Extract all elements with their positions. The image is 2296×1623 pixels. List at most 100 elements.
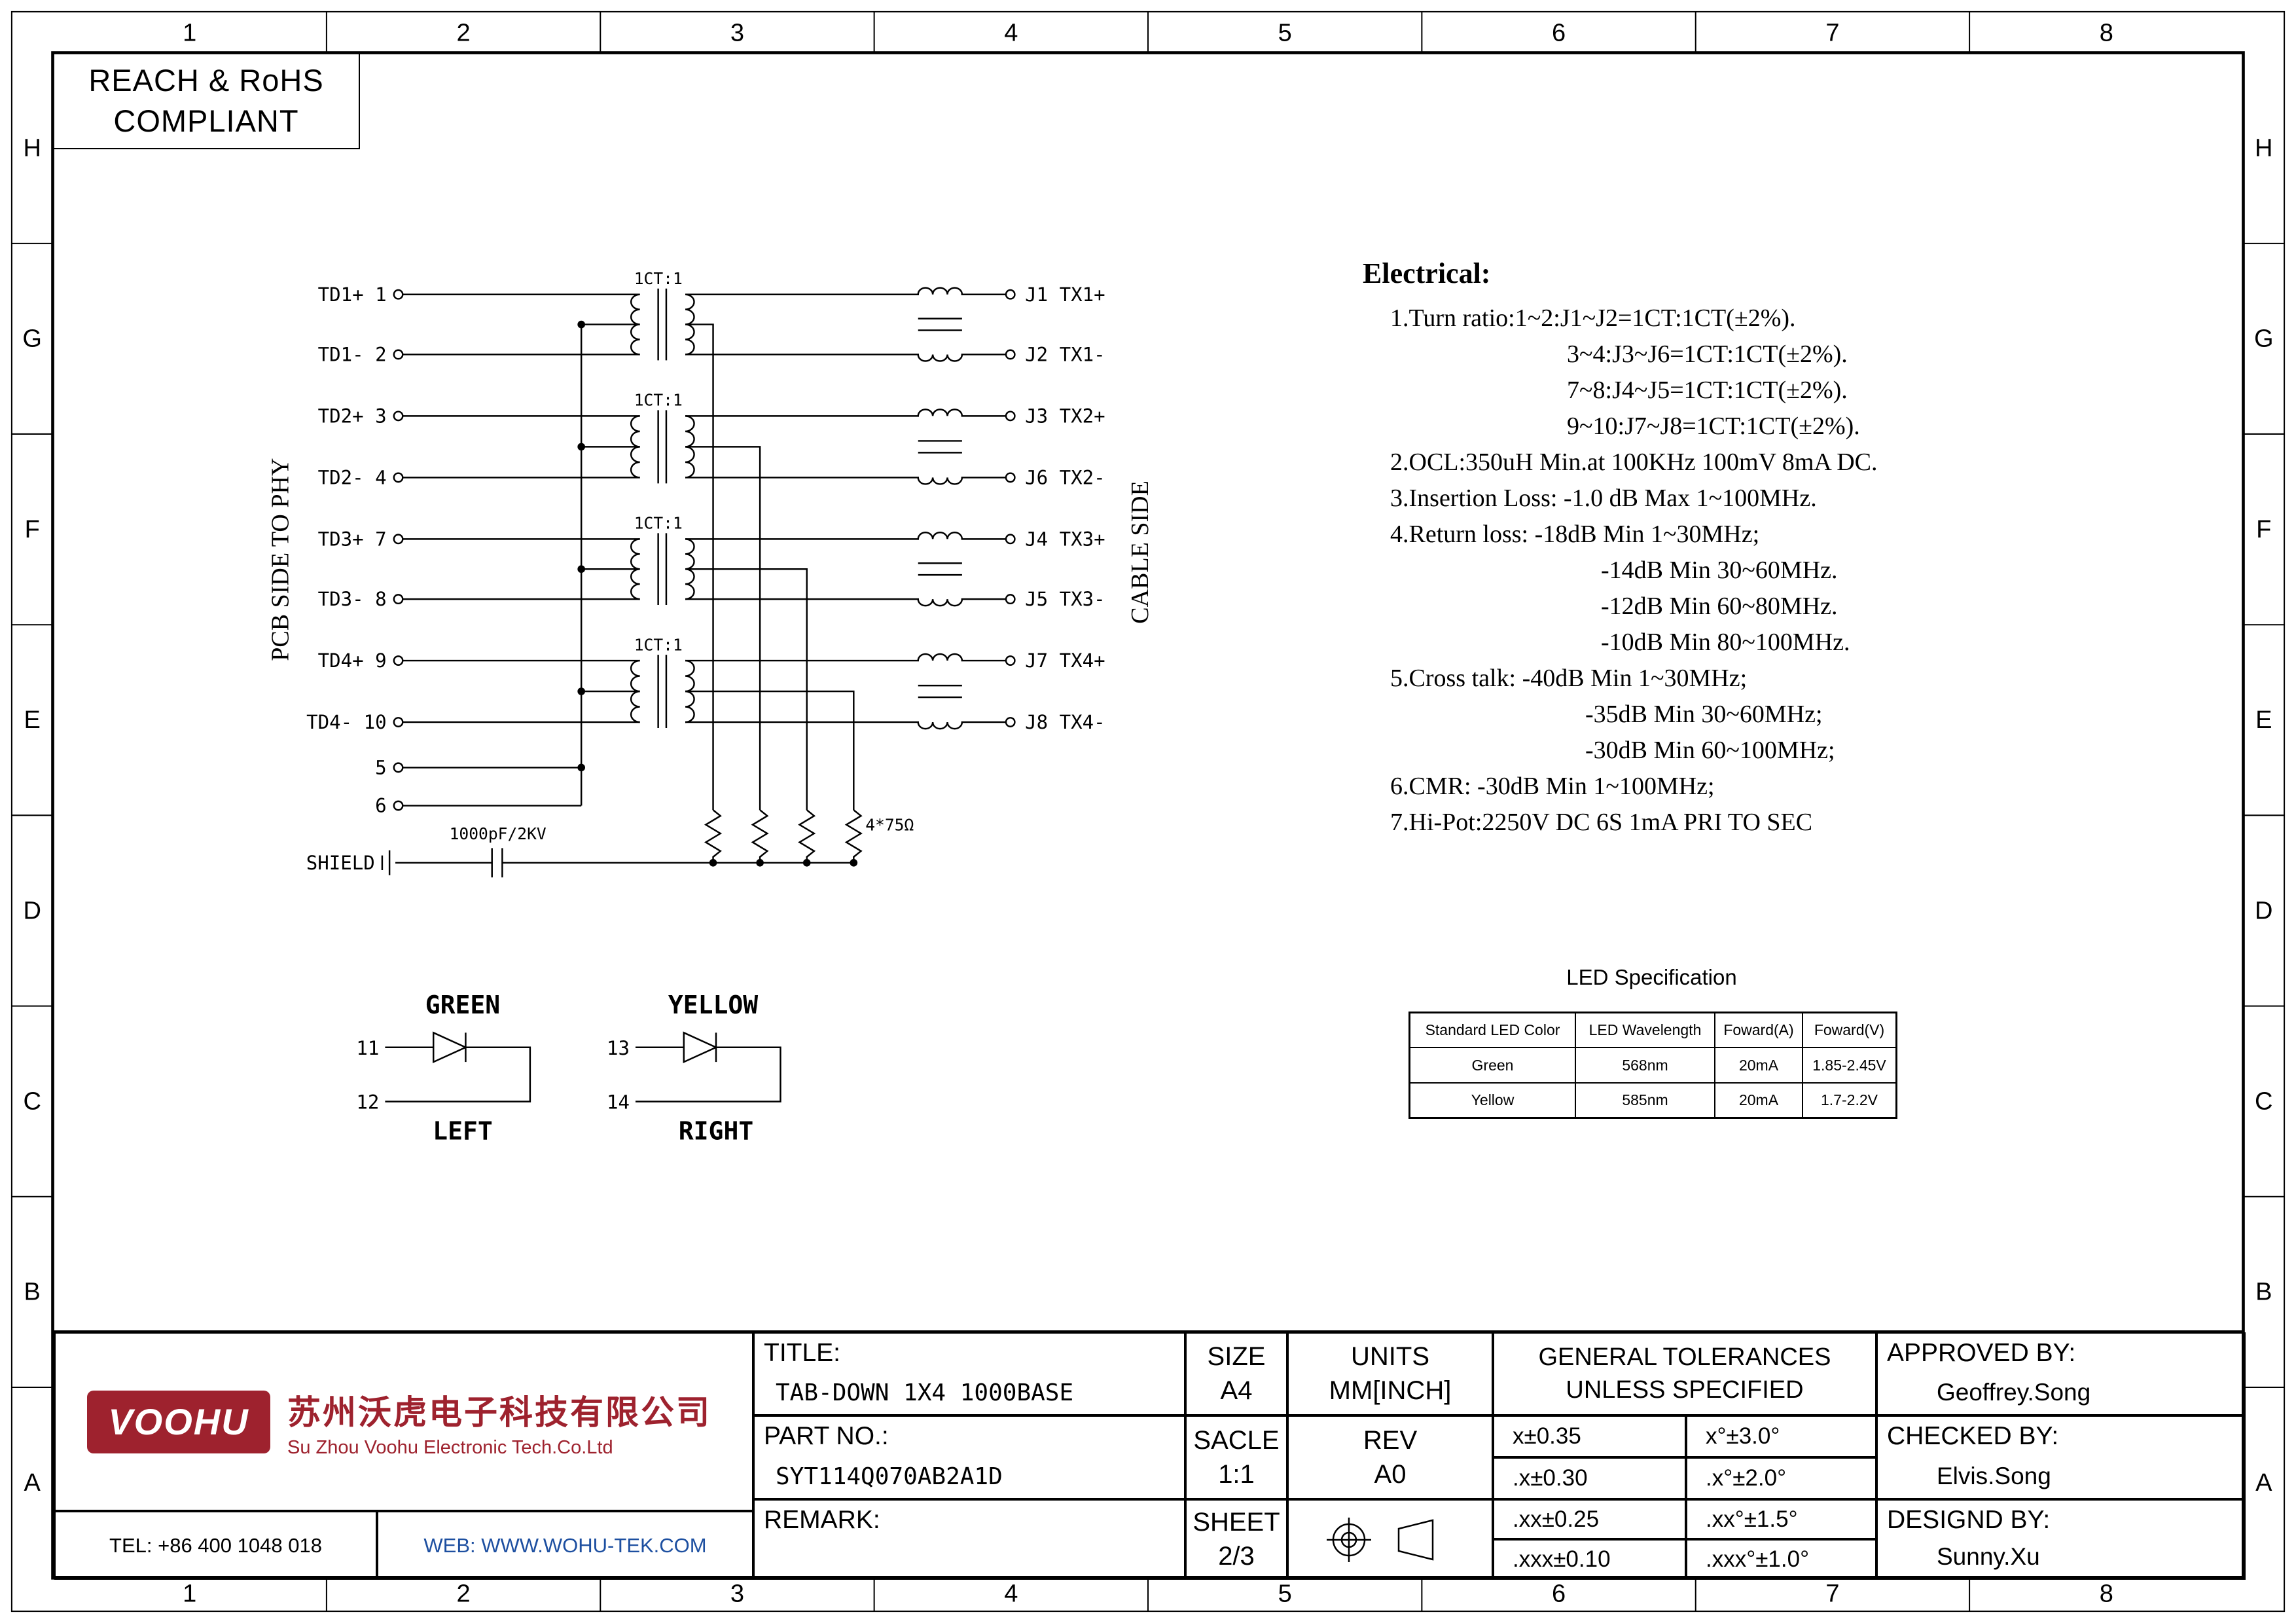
tolerance-value: .xxx±0.10 (1513, 1546, 1611, 1572)
compliance-box: REACH & RoHS COMPLIANT (52, 52, 360, 149)
note-line: 4.Return loss: -18dB Min 1~30MHz; (1390, 520, 1760, 548)
designed-cell: DESIGND BY: Sunny.Xu (1876, 1499, 2246, 1580)
cable-pin-label: J6 TX2- (1025, 466, 1105, 488)
zone-label: G (2254, 325, 2274, 353)
tolerance-cell: .xxx°±1.0° (1686, 1539, 1876, 1580)
zone-label: F (2256, 516, 2271, 543)
frame-zone-ticks (11, 11, 2285, 1612)
cable-pin-label: J7 TX4+ (1025, 649, 1105, 672)
rev-label: REV (1363, 1425, 1418, 1455)
zone-label: H (23, 135, 41, 162)
zone-label: 3 (730, 1580, 744, 1608)
tolerances-title-1: GENERAL TOLERANCES (1538, 1343, 1831, 1371)
yellow-led-title: YELLOW (668, 991, 758, 1019)
pcb-pin-label: TD3+ 7 (318, 528, 387, 550)
green-led-caption: LEFT (433, 1117, 493, 1146)
zone-label: D (23, 897, 41, 924)
checked-value: Elvis.Song (1937, 1463, 2051, 1489)
zone-label: C (23, 1088, 41, 1116)
note-line: 5.Cross talk: -40dB Min 1~30MHz; (1390, 665, 1748, 692)
zone-label: E (2255, 706, 2272, 734)
note-line: 3.Insertion Loss: -1.0 dB Max 1~100MHz. (1390, 484, 1817, 512)
note-line: 3~4:J3~J6=1CT:1CT(±2%). (1567, 340, 1848, 368)
size-cell: SIZE A4 (1185, 1332, 1287, 1415)
note-line: -12dB Min 60~80MHz. (1601, 593, 1838, 620)
zone-label: 1 (183, 20, 196, 47)
zone-label: C (2255, 1088, 2272, 1116)
electrical-lines: 1.Turn ratio:1~2:J1~J2=1CT:1CT(±2%). 3~4… (1363, 301, 2148, 841)
company-names: 苏州沃虎电子科技有限公司 Su Zhou Voohu Electronic Te… (287, 1385, 711, 1459)
led-table-cell: 20mA (1715, 1083, 1803, 1118)
zone-label: 2 (457, 1580, 471, 1608)
approved-label: APPROVED BY: (1887, 1339, 2076, 1367)
tolerance-cell: .xx±0.25 (1493, 1499, 1686, 1539)
note-line: -10dB Min 80~100MHz. (1601, 629, 1850, 656)
note-line: 1.Turn ratio:1~2:J1~J2=1CT:1CT(±2%). (1390, 304, 1796, 332)
pcb-pin-label: TD1+ 1 (318, 283, 387, 306)
tolerance-value: .xxx°±1.0° (1706, 1546, 1810, 1572)
note-line: -35dB Min 30~60MHz; (1585, 701, 1823, 728)
cable-pin-label: J4 TX3+ (1025, 528, 1105, 550)
projection-cell (1287, 1499, 1493, 1580)
size-value: A4 (1220, 1376, 1253, 1405)
cable-pin-label: J5 TX3- (1025, 588, 1105, 610)
cable-pin-label: J8 TX4- (1025, 711, 1105, 733)
scale-value: 1:1 (1218, 1459, 1255, 1489)
cable-pin-label: J1 TX1+ (1025, 283, 1105, 306)
zone-label: 5 (1278, 1580, 1292, 1608)
pcb-pin-label: TD1- 2 (318, 344, 387, 366)
led-spec-table: Standard LED Color LED Wavelength Foward… (1408, 1012, 1897, 1119)
tolerance-value: .xx±0.25 (1513, 1506, 1600, 1532)
zone-label: 6 (1552, 1580, 1566, 1608)
zone-label: B (2255, 1279, 2272, 1306)
led-table-header: Foward(V) (1803, 1013, 1896, 1048)
capacitor-label: 1000pF/2KV (450, 824, 547, 843)
part-no-cell: PART NO.: SYT114Q070AB2A1D (753, 1415, 1185, 1499)
note-line: 9~10:J7~J8=1CT:1CT(±2%). (1567, 412, 1860, 440)
general-tolerances-cell: GENERAL TOLERANCES UNLESS SPECIFIED (1493, 1332, 1876, 1415)
tolerance-cell: .xxx±0.10 (1493, 1539, 1686, 1580)
pcb-pin-label: TD2+ 3 (318, 405, 387, 427)
led-pin-label: 11 (356, 1037, 379, 1059)
tolerance-value: x°±3.0° (1706, 1423, 1780, 1449)
units-label: UNITS (1351, 1342, 1429, 1371)
approved-value: Geoffrey.Song (1937, 1379, 2091, 1406)
electrical-title: Electrical: (1363, 257, 1491, 289)
company-name-cn: 苏州沃虎电子科技有限公司 (287, 1393, 712, 1431)
pcb-pin-label: TD4- 10 (306, 711, 387, 733)
note-line: 7.Hi-Pot:2250V DC 6S 1mA PRI TO SEC (1390, 809, 1813, 836)
units-value: MM[INCH] (1329, 1376, 1452, 1405)
rev-cell: REV A0 (1287, 1415, 1493, 1499)
note-line: 6.CMR: -30dB Min 1~100MHz; (1390, 773, 1715, 800)
led-table-cell: 1.85-2.45V (1803, 1048, 1896, 1083)
led-table-cell: 568nm (1575, 1048, 1715, 1083)
tolerance-cell: .x°±2.0° (1686, 1457, 1876, 1499)
tolerance-cell: x±0.35 (1493, 1415, 1686, 1457)
web-cell: WEB: WWW.WOHU-TEK.COM (377, 1511, 753, 1580)
web-text: WEB: WWW.WOHU-TEK.COM (423, 1533, 707, 1557)
company-cell: VOOHU 苏州沃虎电子科技有限公司 Su Zhou Voohu Electro… (54, 1332, 753, 1511)
sheet-cell: SHEET 2/3 (1185, 1499, 1287, 1580)
rev-value: A0 (1374, 1459, 1407, 1489)
transformer-ratio-label: 1CT:1 (634, 391, 683, 410)
zone-label: H (2255, 135, 2272, 162)
zone-label: G (22, 325, 42, 353)
pcb-pin-label: 5 (375, 756, 387, 778)
title-block: VOOHU 苏州沃虎电子科技有限公司 Su Zhou Voohu Electro… (52, 1330, 2246, 1580)
remark-cell: REMARK: (753, 1499, 1185, 1580)
sheet-label: SHEET (1193, 1508, 1280, 1537)
tolerance-value: .x°±2.0° (1706, 1465, 1787, 1491)
checked-cell: CHECKED BY: Elvis.Song (1876, 1415, 2246, 1499)
part-no-label: PART NO.: (764, 1422, 889, 1450)
zone-label: E (24, 706, 41, 734)
compliance-line: COMPLIANT (113, 103, 299, 138)
zone-label: 8 (2100, 1580, 2113, 1608)
yellow-led-caption: RIGHT (679, 1117, 753, 1146)
zone-label: 4 (1004, 20, 1018, 47)
zone-label: 5 (1278, 20, 1292, 47)
led-table-cell: Green (1410, 1048, 1575, 1083)
zone-label: 4 (1004, 1580, 1018, 1608)
tel-text: TEL: +86 400 1048 018 (109, 1533, 322, 1557)
scale-label: SACLE (1193, 1425, 1280, 1455)
